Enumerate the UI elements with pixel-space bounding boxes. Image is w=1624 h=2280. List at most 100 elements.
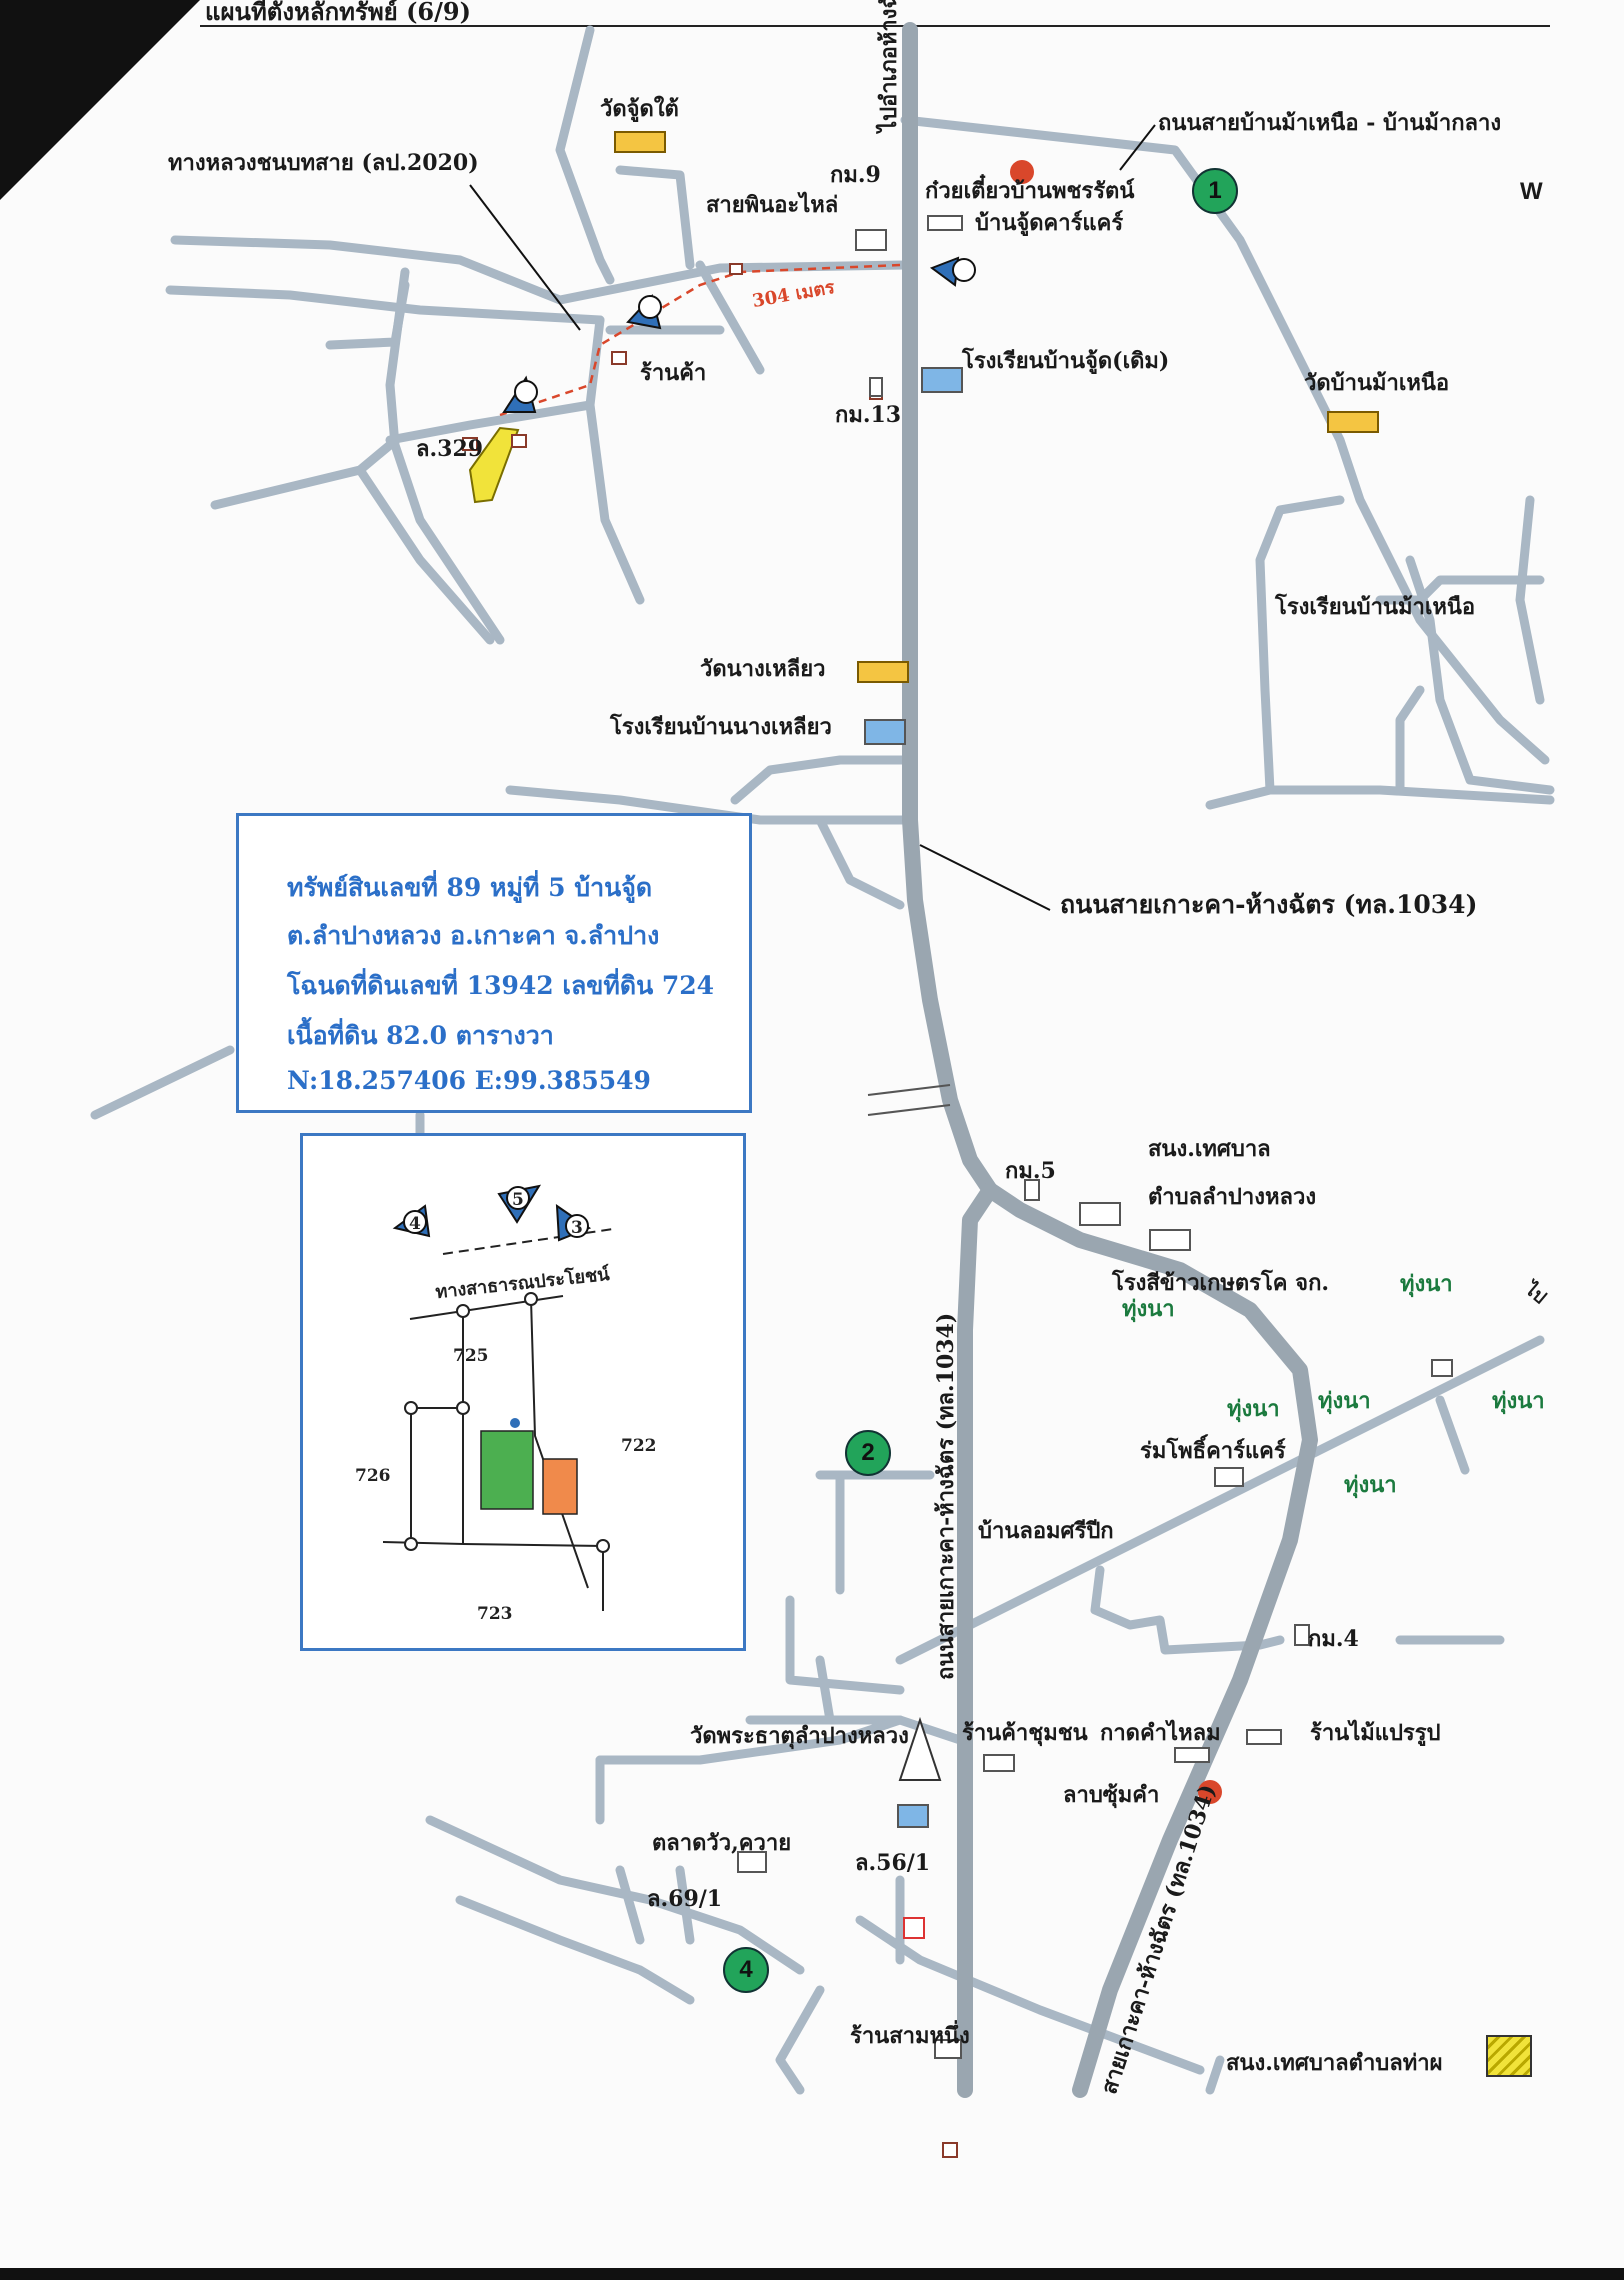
road-segment	[90, 1045, 235, 1120]
shop-icon	[1246, 1729, 1282, 1745]
road-segment	[785, 1595, 905, 1695]
shop-icon	[1174, 1747, 1210, 1763]
road-segment	[555, 25, 615, 285]
road-segment	[1205, 495, 1345, 810]
plot-diagram: 4 5 3 ทางสาธารณประโยชน์ 725 726 722 723	[300, 1133, 746, 1651]
road-segment	[615, 165, 695, 270]
break-mark	[867, 1084, 951, 1116]
label-ban-lom: บ้านลอมศรีปีก	[978, 1518, 1114, 1544]
label-rice-field: ทุ่งนา	[1344, 1472, 1397, 1498]
road-segment	[855, 1915, 1205, 2075]
label-wat-nang-liao: วัดนางเหลียว	[700, 656, 826, 682]
label-market: ตลาดวัว,ควาย	[652, 1830, 792, 1856]
house-icon	[511, 434, 527, 448]
school-icon	[897, 1804, 929, 1828]
subject-parcel	[468, 426, 520, 504]
temple-icon	[857, 661, 909, 683]
label-school-nang-liao: โรงเรียนบ้านนางเหลียว	[610, 714, 832, 740]
info-line-4: เนื้อที่ดิน 82.0 ตารางวา	[287, 1021, 554, 1050]
plot-parcel-725: 725	[453, 1346, 489, 1366]
shop-icons	[737, 215, 1453, 2059]
highway-segment	[982, 1182, 1318, 2098]
label-wat-chuk-tai: วัดจู้ดใต้	[600, 96, 679, 122]
road-segment	[585, 400, 645, 605]
label-soi329: ล.329	[416, 436, 484, 462]
road-segment	[815, 1655, 835, 1725]
road-segment	[675, 1865, 695, 1945]
info-line-5: N:18.257406 E:99.385549	[287, 1066, 651, 1095]
plot-parcel-722: 722	[621, 1436, 657, 1456]
boundary-pins	[404, 1292, 610, 1553]
plot-view-4: 4	[409, 1214, 421, 1234]
plot-view-5: 5	[512, 1190, 524, 1210]
label-top-direction: ไปอำเภอห้างฉัตร	[876, 0, 902, 132]
km-post-icon	[1294, 1624, 1310, 1646]
label-km5: กม.5	[1005, 1158, 1056, 1184]
km-post-icon	[869, 377, 883, 397]
restaurant-icon	[1010, 160, 1034, 184]
label-rice-mill: โรงสีข้าวเกษตรโค จก.	[1112, 1270, 1330, 1296]
road-segment	[1395, 685, 1425, 795]
label-rice-field: ทุ่งนา	[1492, 1388, 1545, 1414]
school-icons	[864, 367, 963, 1828]
plot-diagram-svg	[382, 1184, 614, 1611]
road-segment	[775, 1985, 825, 2095]
label-care1: บ้านจู้ดคาร์แคร์	[975, 210, 1124, 236]
house-icon	[737, 1851, 767, 1873]
property-info-box: ทรัพย์สินเลขที่ 89 หมู่ที่ 5 บ้านจู้ด ต.…	[236, 813, 752, 1113]
road-segment	[385, 267, 505, 645]
shop-icon	[983, 1754, 1015, 1772]
plot-view-markers	[392, 1184, 592, 1242]
road-segment	[1205, 2055, 1225, 2095]
label-soi69: ล.69/1	[647, 1886, 723, 1912]
info-line-2: ต.ลำปางหลวง อ.เกาะคา จ.ลำปาง	[287, 921, 660, 950]
highway-segment	[902, 22, 998, 1198]
restaurant-icon	[1198, 1780, 1222, 1804]
label-highway: ถนนสายเกาะคา-ห้างฉัตร (ทล.1034)	[1060, 890, 1478, 919]
leader-line	[919, 844, 1051, 911]
location-marker-4: 4	[723, 1947, 769, 1993]
label-wat-ma-nuea: วัดบ้านม้าเหนือ	[1304, 370, 1450, 396]
label-school-ma-nuea: โรงเรียนบ้านม้าเหนือ	[1275, 594, 1476, 620]
location-marker-2: 2	[845, 1430, 891, 1476]
info-line-3: โฉนดที่ดินเลขที่ 13942 เลขที่ดิน 724	[287, 971, 715, 1000]
building-main	[480, 1430, 534, 1510]
road-segment	[505, 785, 910, 825]
road-segment	[895, 1335, 1545, 1665]
road-segment	[815, 815, 905, 910]
scan-bottom-edge	[0, 2268, 1624, 2280]
road-segment	[695, 260, 765, 375]
hospital-icon	[903, 1917, 925, 1939]
view-marker-3	[502, 375, 538, 413]
highway-segment	[957, 1182, 998, 2098]
road-segment	[1265, 785, 1555, 805]
house-icon	[611, 351, 627, 365]
house-icon	[942, 2142, 958, 2158]
road-segment	[325, 280, 410, 350]
label-rice-field: ทุ่งนา	[1400, 1271, 1453, 1297]
scan-corner	[0, 0, 200, 200]
road-segment	[730, 755, 910, 805]
label-noodle: ก๋วยเตี๋ยวบ้านพชรรัตน์	[925, 178, 1135, 204]
info-line-1: ทรัพย์สินเลขที่ 89 หมู่ที่ 5 บ้านจู้ด	[287, 873, 653, 902]
road-segment	[425, 1815, 805, 1975]
temple-icons	[614, 131, 1379, 683]
road-segment	[615, 1865, 645, 1945]
label-kad-kham: กาดคำไหลม	[1100, 1720, 1221, 1746]
label-north-road: ถนนสายบ้านม้าเหนือ - บ้านม้ากลาง	[1158, 110, 1502, 136]
label-shop: ร้านค้า	[640, 360, 707, 386]
stupa-icon	[898, 1716, 942, 1781]
label-soi56: ล.56/1	[855, 1850, 931, 1876]
building-annex	[542, 1458, 578, 1515]
leader-line	[469, 184, 581, 331]
label-highway-vertical-1: ถนนสายเกาะคา-ห้างฉัตร (ทล.1034)	[933, 1312, 959, 1680]
map-title: แผนที่ตั้งหลักทรัพย์ (6/9)	[205, 0, 471, 26]
road-segment	[355, 465, 495, 645]
leader-line	[1119, 124, 1156, 171]
label-municipal-1: สนง.เทศบาล	[1148, 1136, 1271, 1162]
label-sam-nueng: ร้านสามหนึ่ง	[850, 2023, 970, 2049]
legend-swatch	[1486, 2035, 1532, 2077]
view-marker-2	[626, 293, 662, 330]
